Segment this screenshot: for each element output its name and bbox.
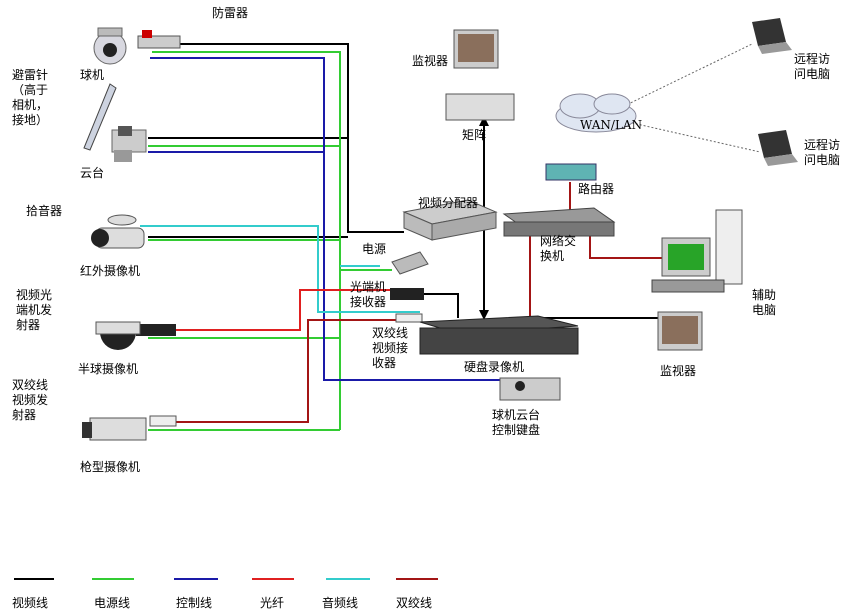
fiber-transmitter-icon bbox=[136, 324, 176, 336]
label-splitter: 视频分配器 bbox=[418, 196, 479, 210]
gun-camera-icon bbox=[82, 417, 147, 441]
label-remote2: 远程访 问电脑 bbox=[804, 138, 841, 167]
legend-label-fiber: 光纤 bbox=[260, 596, 285, 610]
twisted-line-pc bbox=[589, 236, 662, 259]
label-pickup: 拾音器 bbox=[26, 204, 63, 218]
label-half-dome: 半球摄像机 bbox=[78, 362, 139, 376]
label-surge: 防雷器 bbox=[212, 6, 249, 20]
label-power: 电源 bbox=[362, 242, 387, 256]
half-dome-camera-icon bbox=[95, 321, 141, 350]
label-dome-camera: 球机 bbox=[80, 68, 105, 82]
label-remote1: 远程访 问电脑 bbox=[794, 52, 831, 81]
label-dvr: 硬盘录像机 bbox=[464, 360, 525, 374]
legend-label-audio: 音频线 bbox=[322, 596, 359, 610]
splitter-icon bbox=[402, 199, 498, 241]
network-switch-icon bbox=[502, 207, 616, 237]
power-line-dome bbox=[152, 51, 341, 430]
twisted-tx-icon bbox=[149, 415, 177, 427]
surge-protector-icon bbox=[137, 30, 181, 49]
label-aux-pc: 辅助 电脑 bbox=[752, 288, 777, 317]
twisted-rx-icon bbox=[395, 313, 423, 323]
label-fiber-rx: 光端机 接收器 bbox=[350, 280, 387, 309]
fiber-line bbox=[176, 289, 392, 331]
wan-cloud-icon bbox=[555, 93, 637, 133]
fiber-receiver-icon bbox=[390, 288, 424, 300]
arrow-head-up bbox=[479, 116, 489, 126]
label-router: 路由器 bbox=[578, 182, 615, 196]
twisted-line-gun bbox=[176, 319, 408, 423]
laptop-icon-2 bbox=[758, 130, 798, 166]
lightning-rod-icon bbox=[83, 83, 117, 151]
legend-label-twisted: 双绞线 bbox=[396, 596, 433, 610]
label-gun-camera: 枪型摄像机 bbox=[80, 460, 141, 474]
label-keyboard: 球机云台 控制键盘 bbox=[492, 408, 541, 437]
label-ir-camera: 红外摄像机 bbox=[80, 264, 141, 278]
control-line-dome bbox=[150, 57, 528, 381]
label-twisted-tx: 双绞线 视频发 射器 bbox=[12, 378, 49, 422]
dome-camera-icon bbox=[93, 27, 127, 65]
monitor-top-icon bbox=[453, 29, 499, 69]
label-switch: 网络交 换机 bbox=[540, 234, 577, 263]
label-wan: WAN/LAN bbox=[580, 118, 643, 132]
control-keyboard-icon bbox=[499, 377, 561, 401]
label-lightning-rod: 避雷针 （高于 相机， 接地） bbox=[12, 68, 49, 127]
dvr-icon bbox=[419, 315, 579, 355]
label-twisted-rx: 双绞线 视频接 收器 bbox=[372, 326, 409, 370]
arrow-head-down bbox=[479, 310, 489, 320]
ptz-camera-icon bbox=[111, 126, 147, 162]
dotted-line-remote2 bbox=[627, 121, 761, 153]
aux-pc-icon bbox=[651, 209, 743, 293]
label-monitor-right: 监视器 bbox=[660, 364, 697, 378]
pickup-mic-icon bbox=[107, 214, 137, 226]
label-ptz: 云台 bbox=[80, 166, 105, 180]
ir-camera-icon bbox=[91, 227, 145, 249]
power-supply-icon bbox=[391, 251, 429, 275]
laptop-icon-1 bbox=[752, 18, 792, 54]
legend-label-control: 控制线 bbox=[176, 596, 213, 610]
legend-label-power: 电源线 bbox=[94, 596, 131, 610]
video-line-fiber-rx bbox=[424, 293, 459, 318]
legend-label-video: 视频线 bbox=[12, 596, 49, 610]
label-monitor-top: 监视器 bbox=[412, 54, 449, 68]
dotted-line-remote1 bbox=[619, 43, 753, 109]
monitor-right-icon bbox=[657, 311, 703, 351]
matrix-icon bbox=[445, 93, 515, 121]
label-matrix: 矩阵 bbox=[462, 128, 487, 142]
router-icon bbox=[545, 163, 597, 181]
label-fiber-tx: 视频光 端机发 射器 bbox=[16, 288, 53, 332]
audio-line-pickup bbox=[140, 225, 420, 313]
